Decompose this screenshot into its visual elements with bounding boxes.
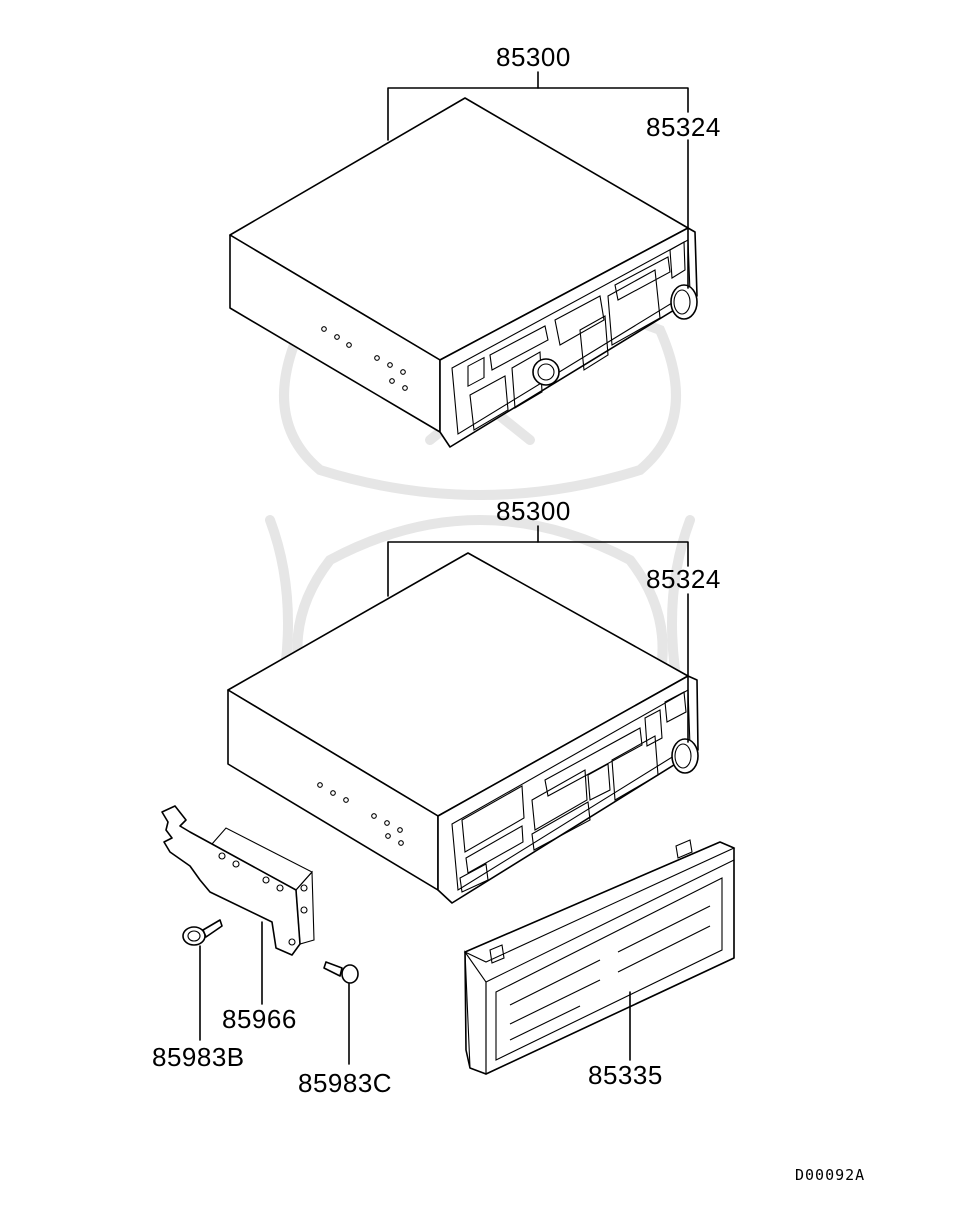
drawing-code: D00092A <box>795 1166 866 1184</box>
label-bolt: 85983B <box>152 1042 245 1072</box>
mounting-bracket <box>161 805 315 956</box>
bezel-panel <box>463 839 736 1075</box>
front-panel-top <box>467 241 686 431</box>
label-bracket: 85966 <box>222 1004 297 1034</box>
side-holes-bottom <box>317 782 404 846</box>
side-holes-top <box>321 326 408 391</box>
leaders-top <box>387 71 689 289</box>
label-unit-b-assembly: 85300 <box>496 496 571 526</box>
knob-bottom <box>671 738 699 774</box>
screw <box>323 961 359 984</box>
label-unit-a-assembly: 85300 <box>496 42 571 72</box>
radio-unit-bottom <box>227 552 699 904</box>
front-panel-bottom <box>459 691 687 893</box>
label-unit-b-knob: 85324 <box>646 564 721 594</box>
leaders-bottom <box>387 525 689 743</box>
bolt <box>182 919 223 946</box>
radio-unit-top <box>229 97 698 448</box>
label-bezel: 85335 <box>588 1060 663 1090</box>
label-screw: 85983C <box>298 1068 393 1098</box>
knob-top <box>670 284 698 320</box>
label-unit-a-knob: 85324 <box>646 112 721 142</box>
